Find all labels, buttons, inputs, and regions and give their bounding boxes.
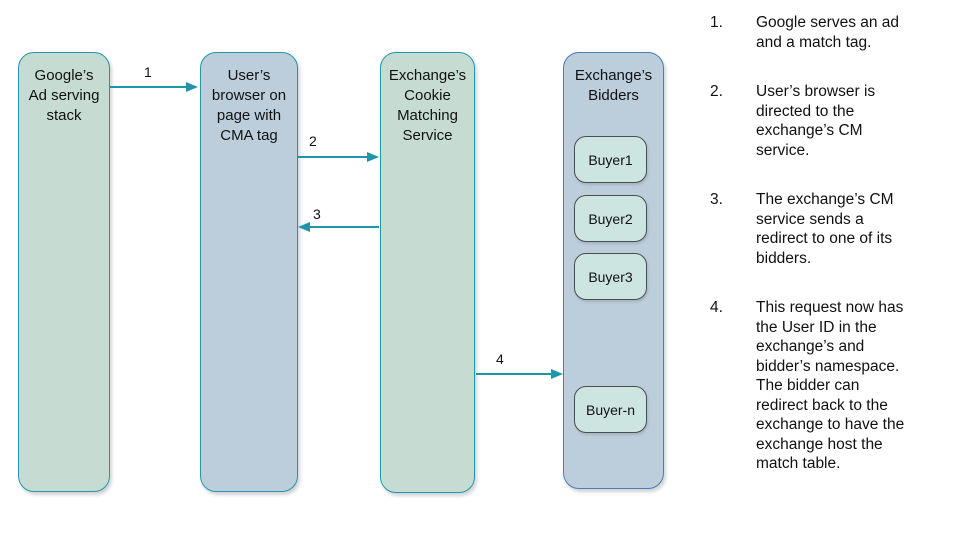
steps-list: 1. Google serves an ad and a match tag. … — [710, 13, 942, 504]
step-3-number: 3. — [710, 191, 723, 208]
step-1-number: 1. — [710, 14, 723, 31]
arrow-2-label: 2 — [309, 133, 317, 149]
node-exchange-bidders: Exchange’s Bidders Buyer1 Buyer2 Buyer3 … — [563, 52, 664, 489]
step-4-number: 4. — [710, 299, 723, 316]
arrow-2-shaft — [298, 155, 368, 159]
arrow-4-label: 4 — [496, 351, 504, 367]
node-buyer3: Buyer3 — [574, 253, 647, 300]
node-google-ad-serving-stack: Google’s Ad serving stack — [18, 52, 110, 492]
arrow-2-head-icon — [367, 151, 379, 162]
step-4-text: This request now has the User ID in the … — [756, 299, 905, 472]
step-1-text: Google serves an ad and a match tag. — [756, 14, 900, 51]
arrow-3-head-icon — [298, 221, 310, 232]
node-exchange-bidders-label: Exchange’s Bidders — [574, 67, 653, 104]
node-user-browser-label: User’s browser on page with CMA tag — [211, 67, 287, 144]
arrow-2-browser-to-cm — [298, 151, 379, 163]
arrow-3-cm-to-browser — [298, 221, 379, 233]
node-buyer2: Buyer2 — [574, 195, 647, 242]
arrow-1-google-to-browser — [110, 81, 198, 93]
arrow-3-shaft — [309, 225, 379, 229]
node-google-ad-serving-stack-label: Google’s Ad serving stack — [28, 67, 100, 124]
arrow-1-label: 1 — [144, 64, 152, 80]
step-item-2: 2. User’s browser is directed to the exc… — [710, 82, 942, 160]
step-item-1: 1. Google serves an ad and a match tag. — [710, 13, 942, 52]
node-user-browser: User’s browser on page with CMA tag — [200, 52, 298, 492]
arrow-3-label: 3 — [313, 206, 321, 222]
node-cookie-matching-service-label: Exchange’s Cookie Matching Service — [388, 67, 467, 144]
arrow-4-cm-to-bidders — [476, 368, 563, 380]
arrow-4-head-icon — [551, 368, 563, 379]
step-2-text: User’s browser is directed to the exchan… — [756, 83, 876, 159]
step-item-3: 3. The exchange’s CM service sends a red… — [710, 190, 942, 268]
step-2-number: 2. — [710, 83, 723, 100]
step-3-text: The exchange’s CM service sends a redire… — [756, 191, 894, 267]
arrow-4-shaft — [476, 372, 552, 376]
arrow-1-head-icon — [186, 81, 198, 92]
arrow-1-shaft — [110, 85, 187, 89]
node-cookie-matching-service: Exchange’s Cookie Matching Service — [380, 52, 475, 493]
node-buyer1: Buyer1 — [574, 136, 647, 183]
step-item-4: 4. This request now has the User ID in t… — [710, 298, 942, 474]
node-buyer-n: Buyer-n — [574, 386, 647, 433]
